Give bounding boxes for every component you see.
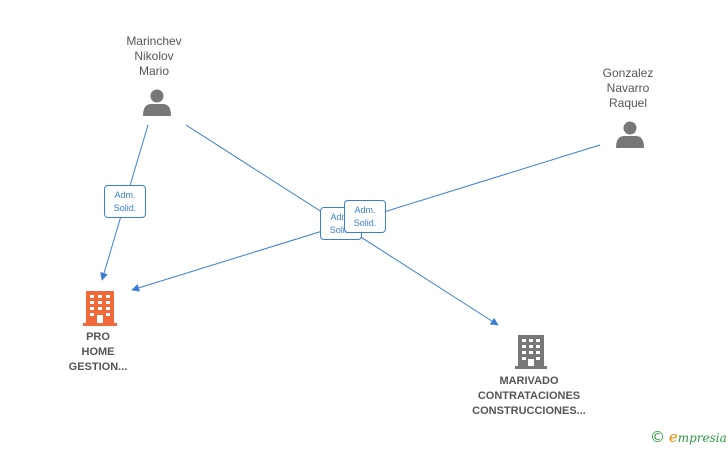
building-icon[interactable] bbox=[515, 335, 547, 369]
relation-badge[interactable]: Adm. Solid. bbox=[104, 185, 146, 218]
building-icon[interactable] bbox=[83, 291, 117, 326]
copyright-symbol: © bbox=[650, 428, 665, 446]
relation-badge[interactable]: Adm. Solid. bbox=[344, 200, 386, 233]
person-label-gonzalez[interactable]: Gonzalez Navarro Raquel bbox=[602, 66, 654, 110]
empresia-watermark: © empresia bbox=[650, 428, 727, 446]
person-icon[interactable] bbox=[143, 89, 171, 117]
brand-initial: e bbox=[668, 428, 678, 446]
person-icon[interactable] bbox=[616, 121, 644, 149]
person-label-marinchev[interactable]: Marinchev Nikolov Mario bbox=[126, 34, 182, 78]
brand-name: mpresia bbox=[677, 431, 727, 445]
company-label-pro-home[interactable]: PRO HOME GESTION... bbox=[68, 331, 128, 373]
company-label-marivado[interactable]: MARIVADO CONTRATACIONES CONSTRUCCIONES..… bbox=[472, 375, 586, 417]
